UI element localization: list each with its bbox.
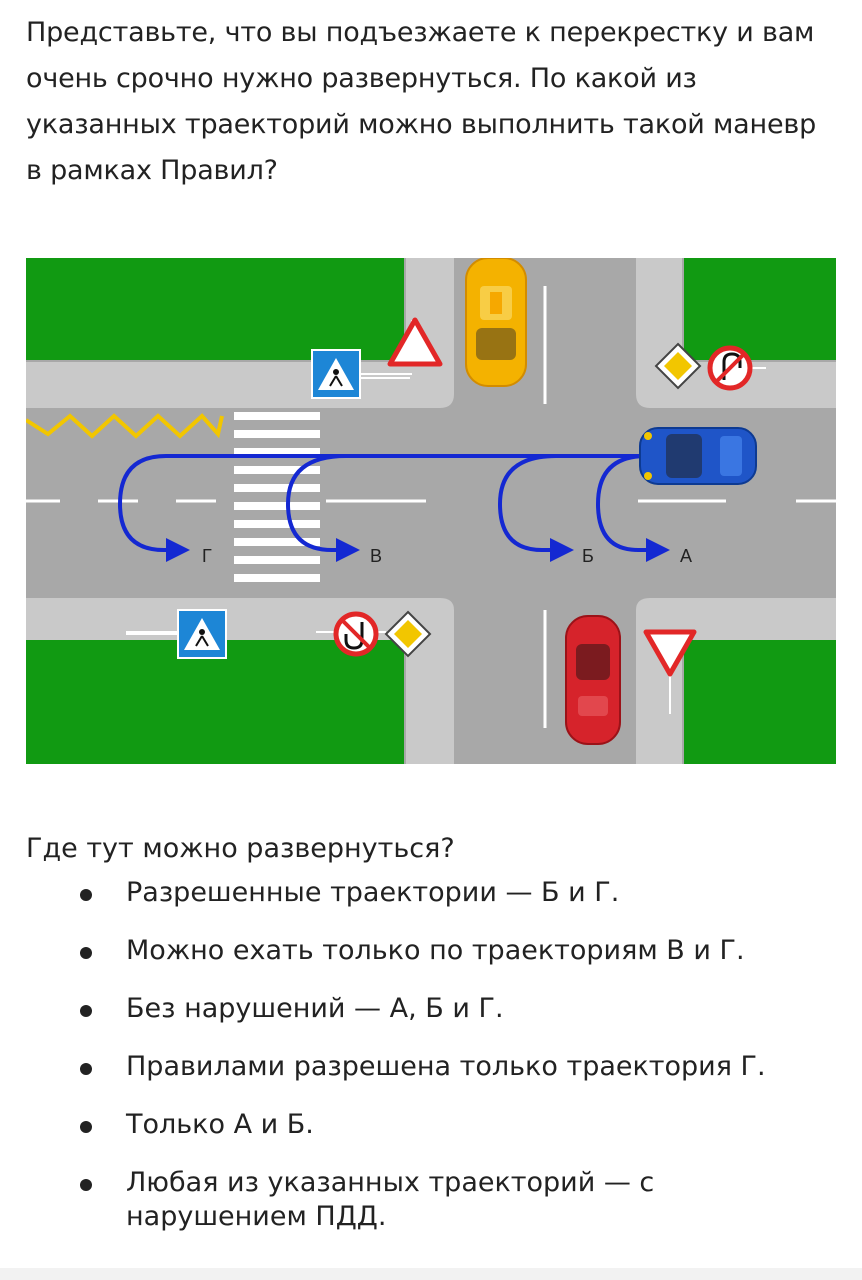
blue-car-icon (639, 427, 757, 485)
yellow-zigzag-marking (26, 413, 224, 439)
no-u-turn-sign-icon (707, 345, 766, 391)
trajectory-label-v: В (370, 546, 382, 566)
intersection-illustration: Г В Б А (26, 258, 836, 764)
yellow-taxi-car-icon (465, 258, 527, 387)
trajectory-label-a: А (680, 546, 692, 566)
answer-option-text: Без нарушений — А, Б и Г. (126, 993, 504, 1024)
priority-road-sign-bottom-icon (384, 610, 432, 658)
bullet-icon (80, 1121, 92, 1133)
trajectory-label-b: Б (582, 546, 594, 566)
bottom-bar (0, 1268, 862, 1280)
bullet-icon (80, 1063, 92, 1075)
trajectories (117, 454, 670, 562)
answer-option[interactable]: Правилами разрешена только траектория Г. (80, 1050, 820, 1084)
trajectory-v (285, 454, 360, 562)
crosswalk-zebra-icon (234, 412, 320, 582)
answer-option-text: Только А и Б. (126, 1109, 314, 1140)
grass-top-left (26, 258, 404, 360)
bullet-icon (80, 947, 92, 959)
bullet-icon (80, 889, 92, 901)
answer-option-text: Правилами разрешена только траектория Г. (126, 1051, 766, 1082)
yield-sign-bottom-icon (643, 629, 697, 714)
answer-option[interactable]: Любая из указанных траекторий — с наруше… (80, 1166, 820, 1234)
answer-options-list: Разрешенные траектории — Б и Г. Можно ех… (80, 876, 820, 1258)
bullet-icon (80, 1179, 92, 1191)
trajectory-a (595, 454, 670, 562)
answer-option-text: Разрешенные траектории — Б и Г. (126, 877, 620, 908)
yield-sign-icon (387, 317, 443, 367)
trajectory-b (497, 454, 574, 562)
grass-top-right (684, 258, 836, 360)
grass-bottom-left (26, 640, 404, 764)
pedestrian-crossing-sign-bottom-icon (126, 609, 227, 659)
pedestrian-crossing-sign-icon (311, 349, 412, 399)
options-heading: Где тут можно развернуться? (26, 833, 455, 864)
trajectory-label-g: Г (202, 546, 212, 566)
red-car-icon (565, 615, 621, 745)
answer-option[interactable]: Без нарушений — А, Б и Г. (80, 992, 820, 1026)
answer-option-text: Можно ехать только по траекториям В и Г. (126, 935, 745, 966)
answer-option-text: Любая из указанных траекторий — с наруше… (126, 1167, 655, 1232)
grass-bottom-right (684, 640, 836, 764)
answer-option[interactable]: Только А и Б. (80, 1108, 820, 1142)
bullet-icon (80, 1005, 92, 1017)
answer-option[interactable]: Разрешенные траектории — Б и Г. (80, 876, 820, 910)
priority-road-sign-icon (654, 342, 702, 390)
trajectory-g (117, 454, 646, 562)
intersection-svg: Г В Б А (26, 258, 836, 764)
no-u-turn-sign-bottom-icon (333, 611, 379, 657)
answer-option[interactable]: Можно ехать только по траекториям В и Г. (80, 934, 820, 968)
question-text: Представьте, что вы подъезжаете к перекр… (26, 17, 817, 186)
